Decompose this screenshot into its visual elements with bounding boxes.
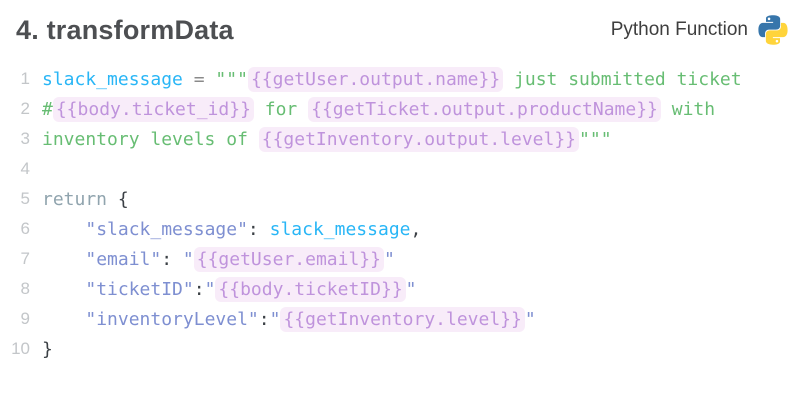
python-logo-icon <box>758 15 788 45</box>
code-line-content: slack_message = """{{getUser.output.name… <box>42 66 742 92</box>
line-number: 8 <box>20 279 30 298</box>
code-token: , <box>410 218 422 240</box>
line-number: 9 <box>20 309 30 328</box>
code-token: "ticketID" <box>85 278 194 300</box>
code-token: """ <box>215 68 248 90</box>
code-line: 7 "email": "{{getUser.email}}" <box>0 244 800 274</box>
code-line: 8 "ticketID":"{{body.ticketID}}" <box>0 274 800 304</box>
code-line: 5 return { <box>0 184 800 214</box>
code-token: " <box>204 278 216 300</box>
line-number: 4 <box>20 159 30 178</box>
code-token: " <box>269 308 281 330</box>
code-token: for <box>253 98 309 120</box>
code-token: } <box>42 338 53 360</box>
code-token <box>205 69 216 90</box>
code-token: "inventoryLevel" <box>85 308 259 330</box>
code-line-content: "inventoryLevel":"{{getInventory.level}}… <box>42 306 536 332</box>
line-number: 3 <box>20 129 30 148</box>
code-token: " <box>405 278 417 300</box>
code-line: 6 "slack_message": slack_message, <box>0 214 800 244</box>
line-number: 5 <box>20 189 30 208</box>
code-line: 10} <box>0 334 800 364</box>
code-line-content: return { <box>42 189 129 210</box>
function-type-badge: Python Function <box>611 15 788 45</box>
code-token <box>42 309 85 330</box>
code-token: slack_message <box>269 218 411 240</box>
code-token: " <box>383 248 395 270</box>
code-line-content: #{{body.ticket_id}} for {{getTicket.outp… <box>42 96 716 122</box>
code-token: { <box>117 188 129 210</box>
code-token: : <box>258 308 270 330</box>
code-token: inventory levels of <box>42 128 259 150</box>
code-line: 9 "inventoryLevel":"{{getInventory.level… <box>0 304 800 334</box>
code-token: """ <box>579 128 612 150</box>
code-token <box>42 279 85 300</box>
code-token: with <box>660 98 716 120</box>
code-line: 2 #{{body.ticket_id}} for {{getTicket.out… <box>0 94 800 124</box>
line-number: 1 <box>20 69 30 88</box>
code-token: "slack_message" <box>85 218 248 240</box>
template-variable-chip: {{body.ticketID}} <box>215 276 406 302</box>
panel-header: 4. transformData Python Function <box>0 0 800 52</box>
code-line-content: "ticketID":"{{body.ticketID}}" <box>42 276 417 302</box>
function-type-label: Python Function <box>610 19 748 40</box>
code-line: 4 <box>0 154 800 184</box>
code-line-content: "email": "{{getUser.email}}" <box>42 246 395 272</box>
template-variable-chip: {{body.ticket_id}} <box>52 96 254 122</box>
code-token: : <box>161 248 183 270</box>
line-number: 6 <box>20 219 30 238</box>
code-token: : <box>247 218 270 240</box>
code-line-content: } <box>42 339 53 360</box>
code-token: = <box>193 68 205 90</box>
template-variable-chip: {{getInventory.output.level}} <box>258 126 580 152</box>
line-number: 7 <box>20 249 30 268</box>
code-line-content: inventory levels of {{getInventory.outpu… <box>42 126 612 152</box>
code-line: 1 slack_message = """{{getUser.output.nam… <box>0 64 800 94</box>
template-variable-chip: {{getUser.email}} <box>193 246 384 272</box>
code-line: 3 inventory levels of {{getInventory.outp… <box>0 124 800 154</box>
code-token: : <box>193 278 205 300</box>
line-number: 10 <box>11 339 30 358</box>
code-token: slack_message <box>42 68 183 90</box>
code-token <box>183 69 194 90</box>
code-token <box>42 249 85 270</box>
template-variable-chip: {{getInventory.level}} <box>280 306 525 332</box>
code-token: "email" <box>85 248 162 270</box>
template-variable-chip: {{getTicket.output.productName}} <box>308 96 661 122</box>
code-token: just submitted ticket <box>503 68 742 90</box>
function-title: 4. transformData <box>16 14 234 45</box>
code-token: # <box>42 98 53 120</box>
code-line-content: "slack_message": slack_message, <box>42 219 421 240</box>
code-token: " <box>524 308 536 330</box>
code-token: " <box>182 248 194 270</box>
code-token: return <box>42 188 118 210</box>
template-variable-chip: {{getUser.output.name}} <box>247 66 504 92</box>
line-number: 2 <box>20 99 30 118</box>
code-token <box>42 219 85 240</box>
